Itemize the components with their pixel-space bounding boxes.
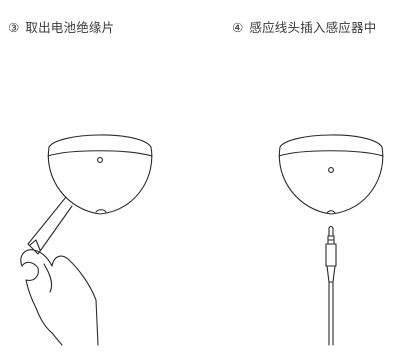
right-sensor-body: [278, 134, 384, 215]
hand-thumb: [21, 261, 39, 281]
left-sensor-bottom-notch: [95, 209, 107, 213]
sensor-cable: [328, 281, 334, 346]
plug-body: [325, 243, 337, 267]
step-3-number: ③: [8, 20, 20, 35]
left-sensor-body: [47, 134, 153, 215]
plug-rings: [327, 235, 335, 245]
step-4-number: ④: [232, 20, 244, 35]
insulation-tab-fold: [29, 239, 41, 251]
left-sensor-rim: [47, 150, 153, 157]
insulation-tab: [27, 196, 73, 255]
step-3-text: 取出电池绝缘片: [25, 20, 115, 35]
plug-tip: [328, 225, 334, 237]
plug-strain-relief: [326, 265, 336, 283]
right-sensor-jack: [326, 210, 336, 214]
hand-palm: [43, 263, 53, 293]
hand-wrist: [51, 332, 63, 346]
right-sensor-indicator: [328, 167, 334, 173]
hand-fingers: [25, 279, 53, 334]
hand-outline: [20, 249, 99, 346]
step-4-text: 感应线头插入感应器中: [249, 20, 377, 35]
step-3-caption: ③ 取出电池绝缘片: [8, 20, 114, 36]
sensor-with-tab-illustration: [20, 134, 153, 346]
sensor-with-cable-illustration: [278, 134, 384, 346]
right-sensor-rim: [278, 150, 384, 157]
step-4-caption: ④ 感应线头插入感应器中: [232, 20, 376, 36]
left-sensor-indicator: [97, 157, 103, 163]
